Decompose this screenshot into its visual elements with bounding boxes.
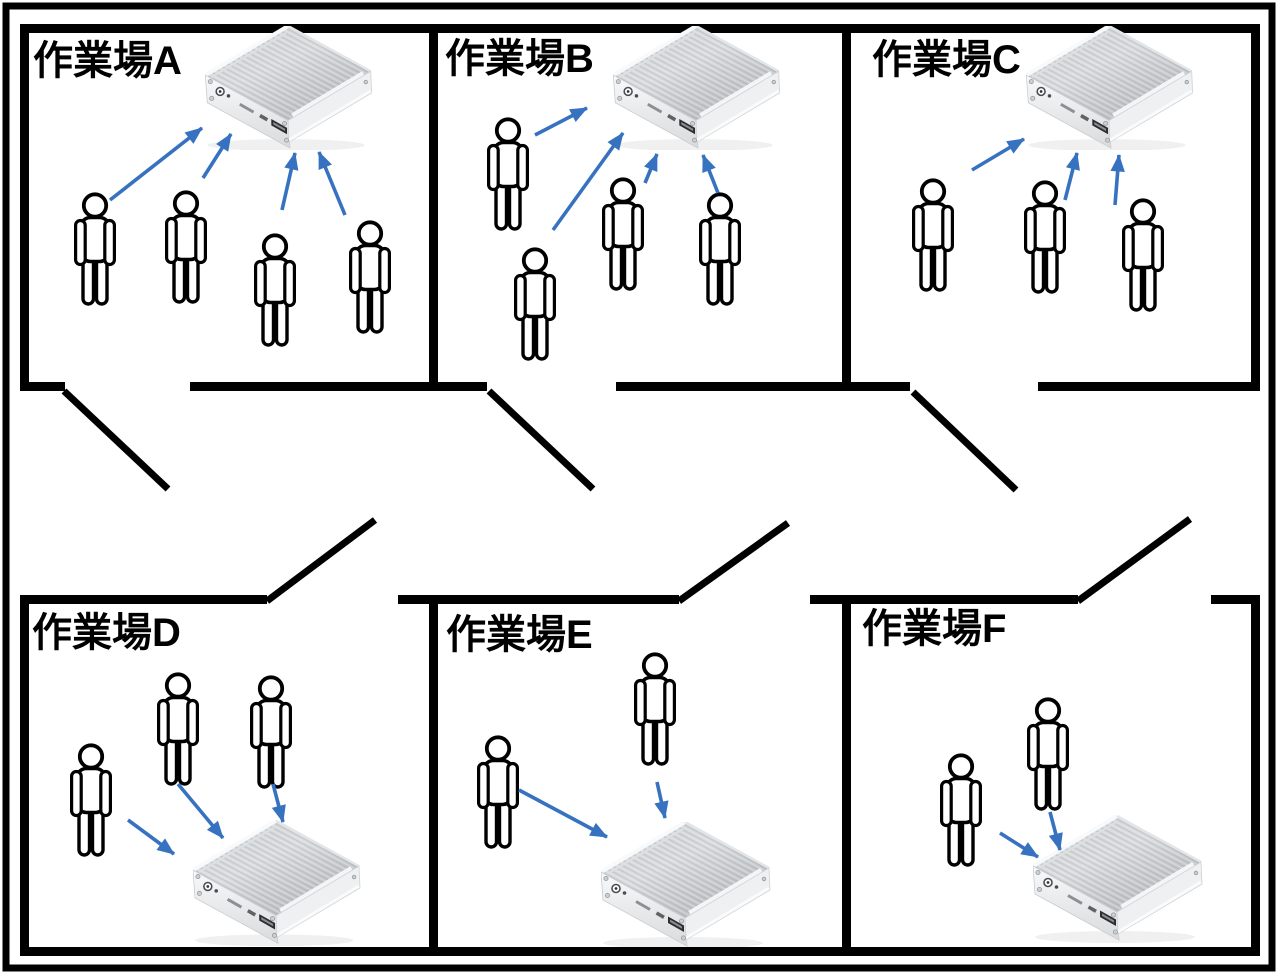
wall-segment: [1211, 595, 1260, 604]
wall-segment: [438, 595, 679, 604]
wall-segment: [20, 595, 29, 956]
door-lines: [61, 388, 1193, 604]
usage-arrow: [201, 133, 233, 179]
usage-arrow: [551, 131, 625, 232]
usage-arrow: [654, 781, 669, 819]
usage-arrow: [271, 783, 286, 823]
room-a: [73, 26, 392, 347]
door-swing-line-f: [1075, 516, 1193, 604]
door-swing-line-c: [910, 389, 1019, 493]
room-c: [911, 26, 1193, 312]
usage-arrow: [643, 153, 659, 184]
wall-segment: [429, 24, 438, 391]
wall-segment: [190, 382, 438, 391]
wall-segment: [20, 382, 65, 391]
room-label-b: 作業場B: [445, 37, 594, 81]
room-label-f: 作業場F: [862, 607, 1006, 651]
wall-segment: [20, 947, 1260, 956]
door-swing-line-d: [264, 517, 378, 604]
walls: [20, 24, 1260, 956]
usage-arrow: [999, 831, 1039, 859]
door-swing-line-a: [61, 388, 171, 492]
door-swing-line-e: [676, 520, 791, 604]
room-label-d: 作業場D: [32, 611, 181, 655]
room-d: [69, 672, 360, 946]
wall-segment: [1251, 24, 1260, 391]
room-f: [939, 697, 1202, 943]
usage-arrow: [1048, 811, 1063, 851]
wall-segment: [429, 595, 438, 956]
usage-arrow: [317, 151, 347, 216]
usage-arrow: [176, 782, 225, 840]
wall-segment: [20, 24, 1260, 33]
usage-arrow: [126, 818, 176, 856]
room-b: [486, 26, 780, 361]
wall-segment: [851, 382, 910, 391]
room-label-e: 作業場E: [446, 613, 593, 657]
usage-arrow: [971, 137, 1025, 172]
wall-segment: [1038, 382, 1260, 391]
wall-segment: [810, 595, 851, 604]
wall-segment: [616, 382, 851, 391]
usage-arrow: [701, 154, 720, 194]
usage-arrow: [108, 126, 204, 202]
usage-arrow: [1110, 154, 1125, 206]
usage-arrow: [1063, 152, 1080, 201]
wall-segment: [20, 595, 267, 604]
usage-arrow: [280, 152, 299, 211]
room-label-c: 作業場C: [872, 38, 1021, 82]
room-label-a: 作業場A: [33, 39, 182, 83]
wall-segment: [20, 24, 29, 391]
wall-segment: [1251, 595, 1260, 956]
room-e: [476, 652, 770, 949]
wall-segment: [398, 595, 438, 604]
usage-arrow: [518, 788, 608, 839]
wall-segment: [851, 595, 1078, 604]
wall-segment: [842, 24, 851, 391]
usage-arrow: [534, 106, 588, 137]
wall-segment: [438, 382, 487, 391]
door-swing-line-b: [486, 388, 596, 492]
wall-segment: [842, 595, 851, 956]
